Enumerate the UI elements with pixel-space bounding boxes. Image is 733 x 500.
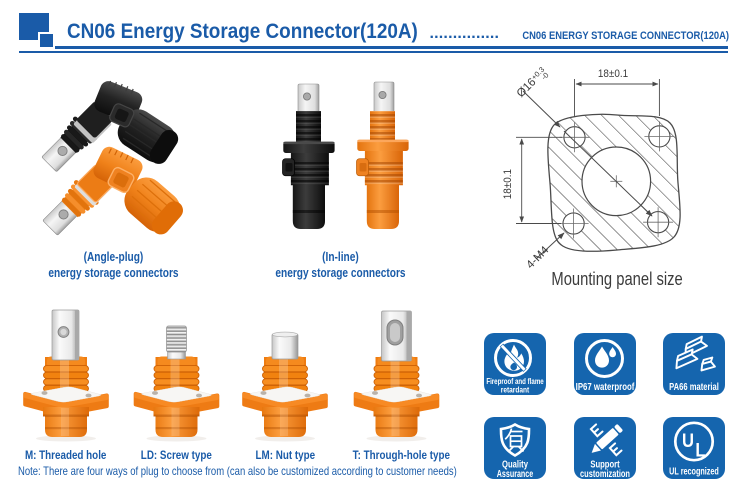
- svg-text:UL recognized: UL recognized: [669, 465, 719, 477]
- svg-text:Support: Support: [590, 458, 619, 469]
- svg-text:Quality: Quality: [502, 458, 528, 469]
- svg-text:Ø16+0.3: Ø16+0.3: [514, 65, 549, 100]
- svg-text:PA66 material: PA66 material: [669, 381, 719, 392]
- svg-text:retardant: retardant: [501, 385, 530, 395]
- svg-text:18±0.1: 18±0.1: [503, 169, 515, 199]
- svg-text:-0: -0: [539, 71, 550, 82]
- svg-text:Assurance: Assurance: [497, 467, 534, 478]
- svg-text:U: U: [682, 429, 694, 451]
- svg-text:customization: customization: [580, 467, 630, 478]
- svg-text:18±0.1: 18±0.1: [598, 69, 628, 81]
- svg-text:Fireproof and flame: Fireproof and flame: [486, 377, 543, 386]
- svg-text:L: L: [695, 439, 705, 461]
- svg-text:IP67 waterproof: IP67 waterproof: [575, 381, 634, 392]
